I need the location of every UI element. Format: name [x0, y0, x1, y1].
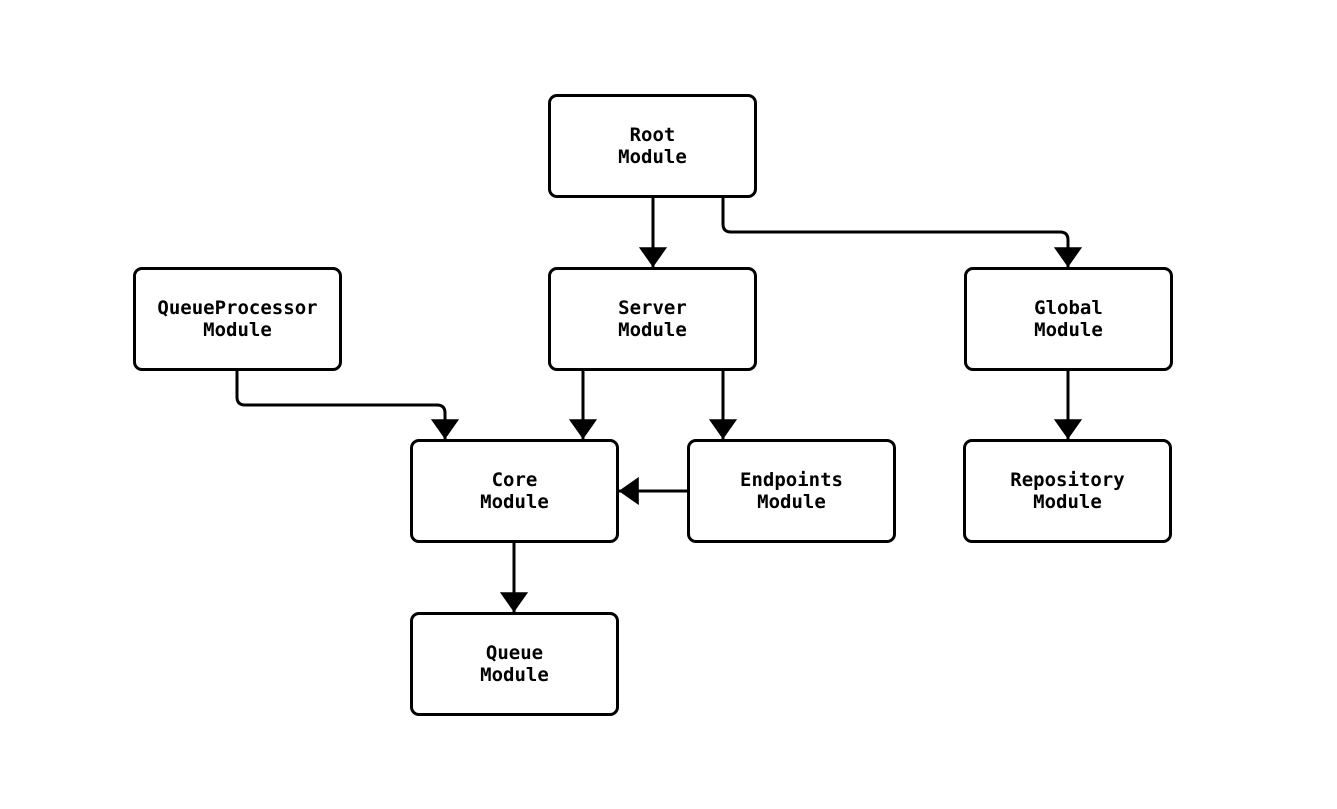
node-label-line: QueueProcessor	[157, 297, 318, 319]
edge-queueprocessor-to-core	[235, 371, 460, 440]
node-label-line: Core	[491, 469, 538, 491]
node-label-line: Module	[480, 491, 549, 513]
node-label-line: Module	[1034, 319, 1103, 341]
node-label-line: Module	[1033, 491, 1102, 513]
node-label-line: Queue	[485, 642, 544, 664]
node-label-line: Global	[1034, 297, 1103, 319]
node-label-line: Endpoints	[740, 469, 843, 491]
node-label-line: Root	[629, 124, 676, 146]
edge-root-to-global	[721, 198, 1083, 268]
node-label-line: Module	[618, 146, 687, 168]
edge-group	[235, 198, 1083, 613]
node-label-line: Server	[618, 297, 687, 319]
node-label-line: Module	[757, 491, 826, 513]
node-label-line: Repository	[1010, 469, 1125, 491]
node-label-line: Module	[203, 319, 272, 341]
node-label-line: Module	[618, 319, 687, 341]
node-label-line: Module	[480, 664, 549, 686]
